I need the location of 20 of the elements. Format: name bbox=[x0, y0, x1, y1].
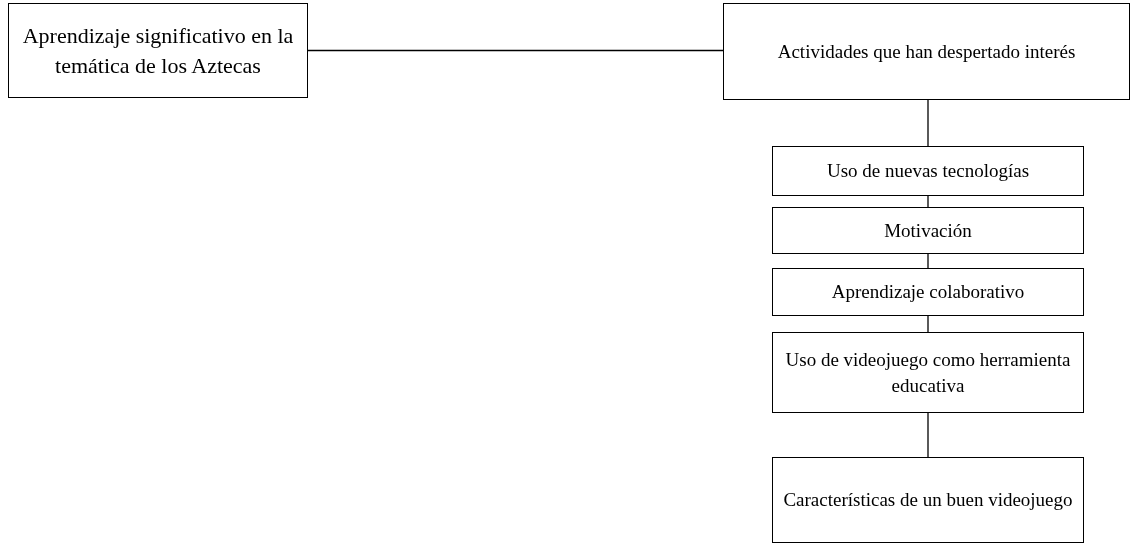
text-box bbox=[772, 268, 1084, 316]
connector-line bbox=[927, 412, 929, 458]
box-label: Actividades que han despertado interés bbox=[777, 39, 1076, 64]
box-label: Uso de videojuego como herramienta educativa bbox=[784, 347, 1072, 398]
connector-line bbox=[927, 195, 929, 208]
text-box bbox=[772, 146, 1084, 196]
connector-line bbox=[307, 49, 724, 52]
box-label: Aprendizaje colaborativo bbox=[831, 280, 1025, 305]
connector-line bbox=[927, 315, 929, 333]
text-box bbox=[772, 332, 1084, 413]
text-box bbox=[772, 457, 1084, 543]
text-box bbox=[8, 3, 308, 98]
text-box bbox=[772, 207, 1084, 254]
box-label: Características de un buen videojuego bbox=[783, 488, 1073, 513]
box-label: Motivación bbox=[884, 218, 972, 243]
box-label: Aprendizaje significativo en la temática de los Aztecas bbox=[21, 21, 295, 80]
connector-line bbox=[927, 99, 929, 147]
connector-line bbox=[927, 253, 929, 269]
text-box bbox=[723, 3, 1130, 100]
box-label: Uso de nuevas tecnologías bbox=[826, 159, 1030, 184]
